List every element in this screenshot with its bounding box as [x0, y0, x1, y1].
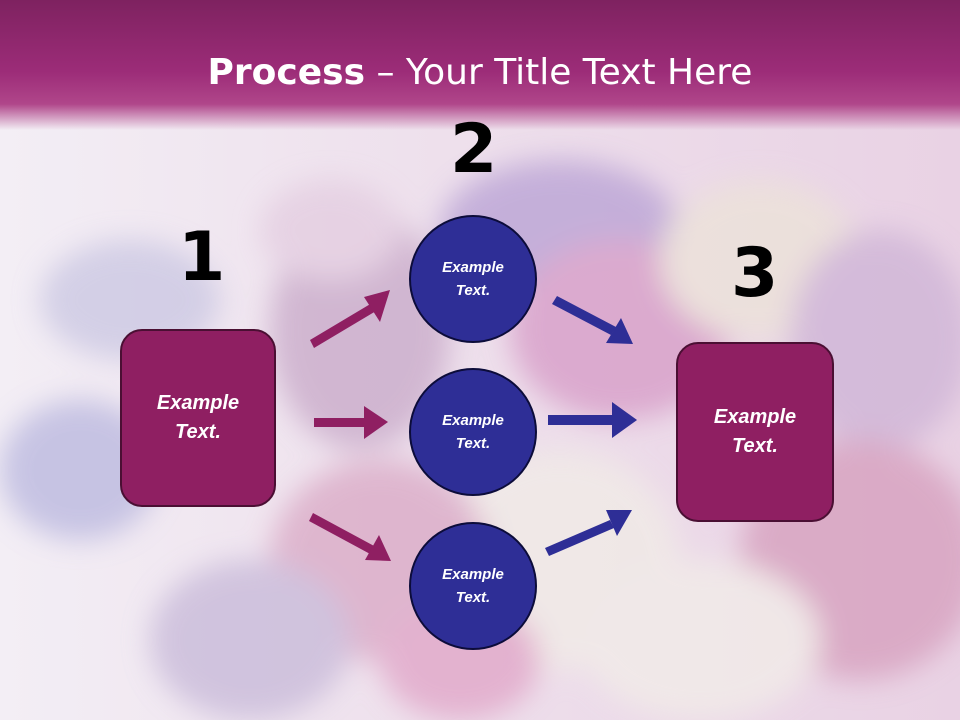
title-rest: – Your Title Text Here [365, 52, 753, 93]
step-3-line1: Example [713, 406, 797, 428]
arrow-top-to-right [552, 296, 633, 344]
circle-bottom-line2: Text. [455, 589, 491, 606]
step-2-circle-middle[interactable]: Example Text. [409, 368, 537, 496]
circle-bottom-line1: Example [442, 566, 504, 583]
step-2-circle-top[interactable]: Example Text. [409, 215, 537, 343]
circle-top-text: Example Text. [442, 256, 504, 302]
step-number-3: 3 [731, 234, 779, 313]
step-1-line2: Text. [175, 421, 221, 443]
circle-top-line2: Text. [455, 282, 491, 299]
arrow-bottom-to-right [545, 510, 632, 556]
circle-middle-line2: Text. [455, 435, 491, 452]
arrow-left-to-top [310, 290, 390, 348]
header-band [0, 0, 960, 130]
step-1-box[interactable]: Example Text. [120, 329, 276, 507]
step-1-text: Example Text. [157, 389, 239, 447]
title-bold: Process [207, 52, 366, 93]
arrow-left-to-bottom [309, 513, 391, 561]
circle-bottom-text: Example Text. [442, 563, 504, 609]
step-2-circle-bottom[interactable]: Example Text. [409, 522, 537, 650]
circle-middle-line1: Example [442, 412, 504, 429]
slide-title: Process – Your Title Text Here [0, 52, 960, 93]
circle-middle-text: Example Text. [442, 409, 504, 455]
circle-top-line1: Example [442, 259, 504, 276]
step-3-box[interactable]: Example Text. [676, 342, 834, 522]
step-3-text: Example Text. [714, 403, 796, 461]
arrow-left-to-middle [314, 406, 388, 439]
step-1-line1: Example [156, 392, 240, 414]
step-number-2: 2 [450, 110, 498, 189]
arrow-middle-to-right [548, 402, 637, 438]
step-number-1: 1 [178, 218, 226, 297]
step-3-line2: Text. [732, 435, 778, 457]
